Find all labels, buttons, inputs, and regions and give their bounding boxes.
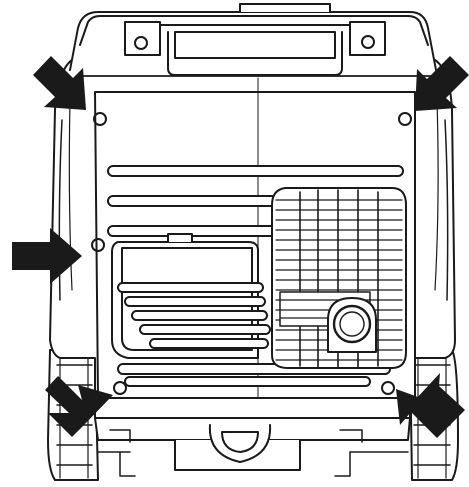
arrow-bottom-left bbox=[45, 376, 113, 437]
arrow-top-left bbox=[33, 56, 86, 110]
exhaust-outlet bbox=[327, 297, 377, 353]
arrow-middle-left bbox=[12, 228, 82, 284]
screw-top-left bbox=[93, 112, 107, 126]
bottom-base bbox=[94, 411, 411, 477]
screw-mid-left bbox=[91, 238, 105, 252]
side-cover bbox=[111, 233, 271, 359]
screw-top-right bbox=[398, 112, 412, 126]
arrow-bottom-right bbox=[396, 373, 465, 438]
screw-bottom-left bbox=[113, 381, 127, 395]
top-frame bbox=[69, 3, 437, 77]
screw-bottom-right bbox=[381, 381, 395, 395]
arrow-top-right bbox=[415, 56, 469, 111]
grille-vertical-bars bbox=[299, 189, 379, 368]
vent-slots bbox=[107, 165, 404, 387]
